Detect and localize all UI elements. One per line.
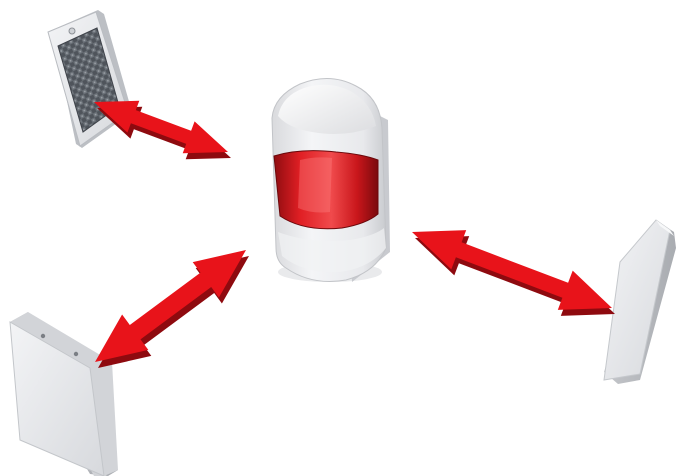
bidirectional-arrow-right <box>412 230 615 316</box>
sensor-base <box>278 228 386 273</box>
double-arrow-icon <box>94 100 228 154</box>
photoelectric-sensor <box>271 78 390 282</box>
mounting-hole-icon <box>68 27 76 35</box>
beam-arrows <box>94 100 615 368</box>
plain-reflector-bottom-left <box>9 312 118 476</box>
mounting-hole-icon <box>73 351 79 357</box>
double-arrow-icon <box>412 230 612 310</box>
sensor-cap <box>278 84 376 134</box>
mounting-hole-icon <box>40 333 46 339</box>
sensor-lens <box>273 150 379 230</box>
bidirectional-arrow-top-left <box>94 100 231 160</box>
reflector-face <box>603 219 671 381</box>
plain-reflector-right <box>603 219 676 384</box>
lens-reflection <box>298 157 332 213</box>
reflector-face <box>9 321 105 476</box>
bidirectional-arrow-bottom-left <box>95 250 249 368</box>
double-arrow-icon <box>95 250 246 362</box>
reflector-edge-highlight <box>656 220 674 236</box>
